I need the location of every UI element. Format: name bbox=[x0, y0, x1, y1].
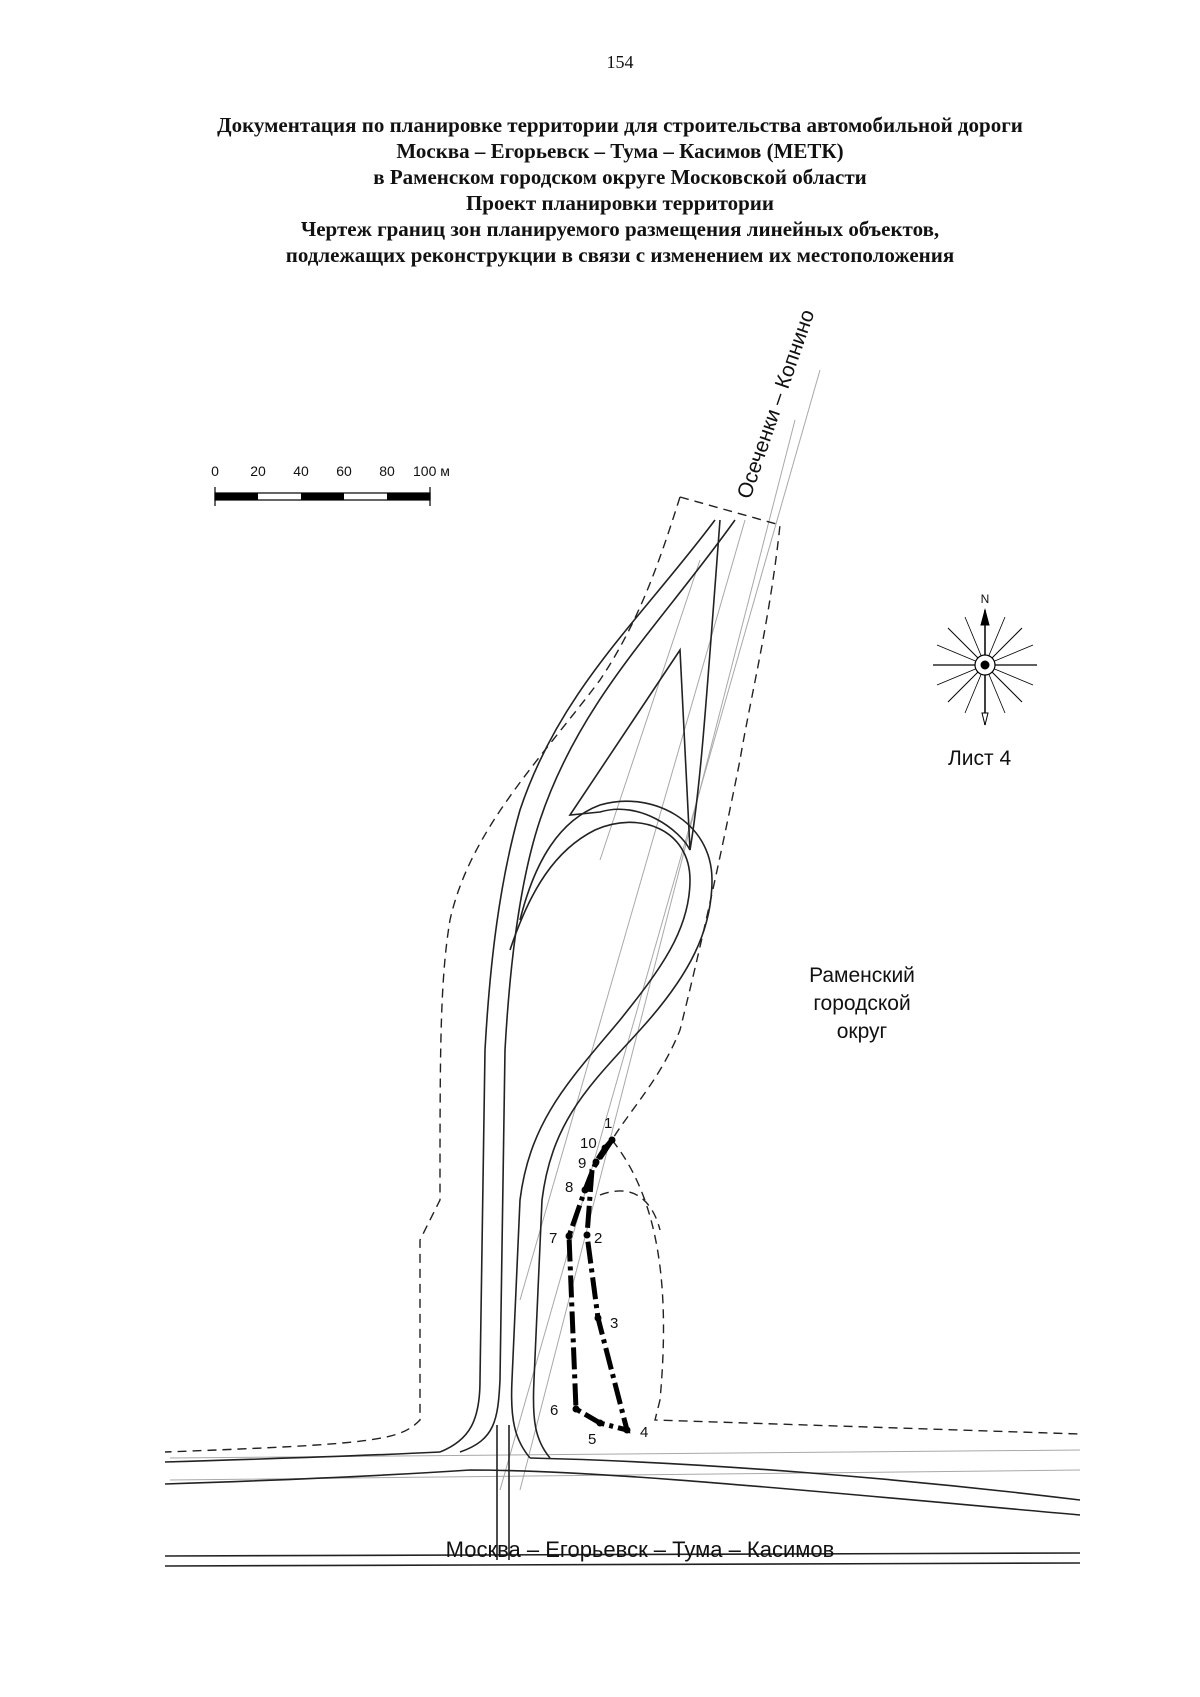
boundary-point-markers bbox=[565, 1136, 631, 1434]
district-label-line-1: Раменский bbox=[809, 964, 915, 987]
header-line-2: Москва – Егорьевск – Тума – Касимов (МЕТ… bbox=[396, 139, 844, 163]
road-lines bbox=[164, 519, 1081, 1567]
scale-label-0: 0 bbox=[211, 463, 219, 479]
header-line-6: подлежащих реконструкции в связи с измен… bbox=[285, 243, 955, 267]
point-label-7: 7 bbox=[549, 1230, 557, 1247]
point-label-4: 4 bbox=[640, 1424, 648, 1441]
sheet-label: Лист 4 bbox=[948, 747, 1011, 770]
boundary-point-labels: 1 2 3 4 5 6 7 8 9 10 bbox=[549, 1115, 648, 1448]
point-label-3: 3 bbox=[610, 1315, 618, 1332]
page-number: 154 bbox=[606, 52, 634, 72]
scale-bar: 0 20 40 60 80 100 м bbox=[211, 463, 450, 506]
reconstruction-zone bbox=[566, 1138, 631, 1434]
header-line-3: в Раменском городском округе Московской … bbox=[373, 165, 867, 189]
scale-label-40: 40 bbox=[293, 463, 309, 479]
document-header: Документация по планировке территории дл… bbox=[0, 112, 1200, 268]
scale-label-60: 60 bbox=[336, 463, 352, 479]
point-label-1: 1 bbox=[604, 1115, 612, 1132]
point-label-2: 2 bbox=[594, 1230, 602, 1247]
compass-north-label: N bbox=[981, 592, 990, 606]
background-lines bbox=[169, 369, 1081, 1491]
scale-label-100: 100 м bbox=[413, 463, 450, 479]
point-label-5: 5 bbox=[588, 1431, 596, 1448]
point-label-10: 10 bbox=[580, 1135, 597, 1152]
point-label-9: 9 bbox=[578, 1155, 586, 1172]
compass-rose-icon bbox=[933, 608, 1037, 726]
district-label-line-2: городской bbox=[813, 992, 910, 1015]
scale-label-20: 20 bbox=[250, 463, 266, 479]
road-label-vertical: Осеченки – Копнино bbox=[733, 307, 819, 502]
district-label: Раменский городской округ bbox=[809, 964, 915, 1043]
zone-boundary bbox=[164, 496, 1081, 1453]
point-label-6: 6 bbox=[550, 1402, 558, 1419]
header-line-5: Чертеж границ зон планируемого размещени… bbox=[300, 217, 940, 241]
district-label-line-3: округ bbox=[837, 1020, 888, 1043]
scale-label-80: 80 bbox=[379, 463, 395, 479]
road-label-horizontal: Москва – Егорьевск – Тума – Касимов bbox=[446, 1537, 835, 1562]
header-line-4: Проект планировки территории bbox=[465, 191, 775, 215]
header-line-1: Документация по планировке территории дл… bbox=[217, 113, 1023, 137]
point-label-8: 8 bbox=[565, 1179, 573, 1196]
